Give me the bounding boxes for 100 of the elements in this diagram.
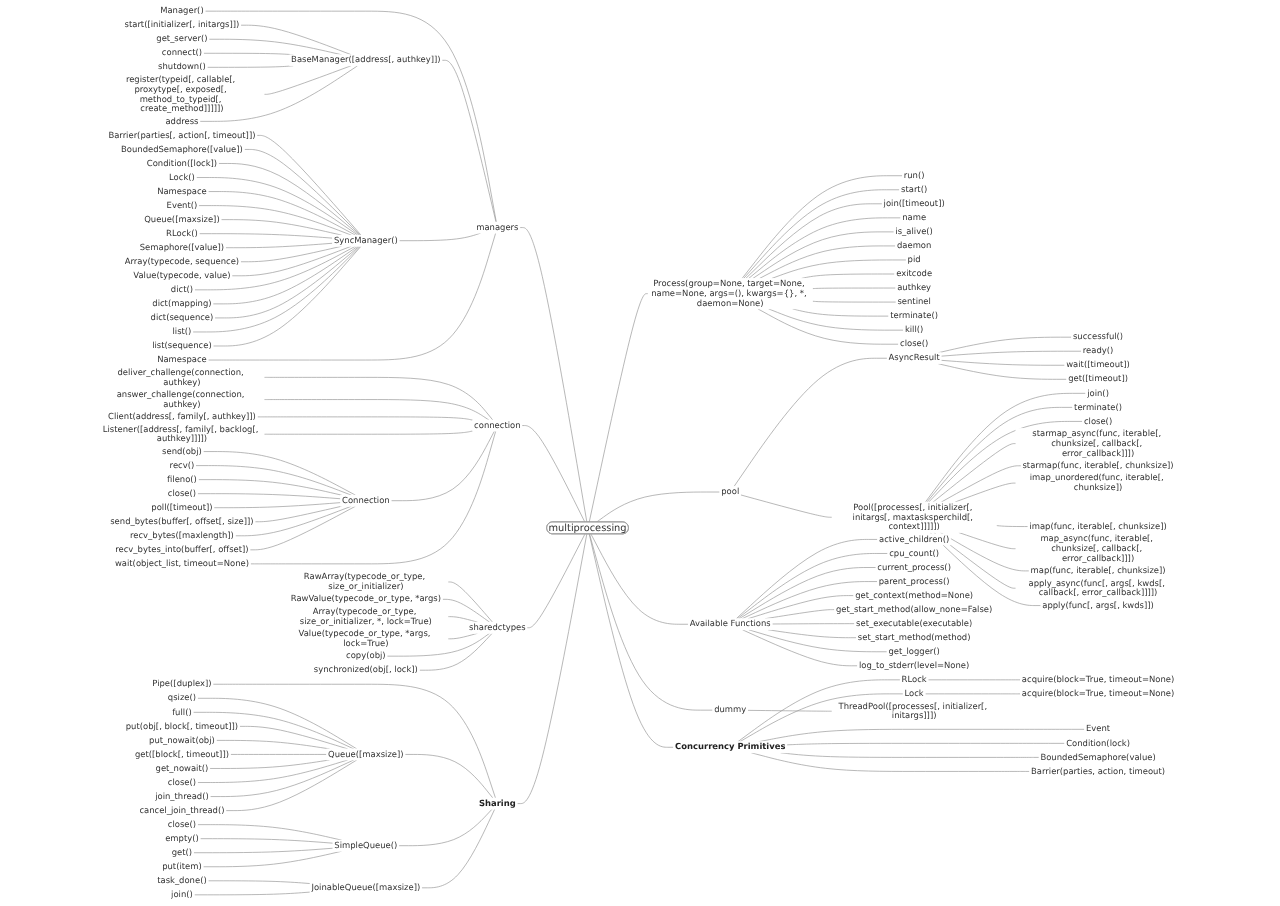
connector xyxy=(938,363,1068,380)
connector xyxy=(418,632,493,671)
connector xyxy=(212,683,496,799)
connector xyxy=(792,308,890,317)
connector xyxy=(421,808,496,889)
connector xyxy=(752,231,895,279)
connector xyxy=(197,824,342,841)
connector xyxy=(748,217,902,279)
connector xyxy=(263,399,490,421)
connector xyxy=(786,743,1066,746)
connector xyxy=(230,754,328,755)
connector xyxy=(748,629,888,653)
connector xyxy=(521,425,586,523)
connector xyxy=(768,308,904,331)
connector xyxy=(197,759,349,783)
connector xyxy=(249,505,356,551)
connector xyxy=(195,177,359,236)
connector xyxy=(941,465,1022,503)
connector xyxy=(995,525,1029,527)
connector xyxy=(386,632,490,657)
connector xyxy=(234,505,352,537)
connector xyxy=(588,293,649,523)
connector xyxy=(225,759,358,811)
connector xyxy=(589,533,714,711)
connector xyxy=(741,581,878,620)
connector xyxy=(925,393,1087,503)
connector xyxy=(519,227,588,523)
connector xyxy=(759,245,896,279)
connector xyxy=(737,553,889,620)
connector xyxy=(263,430,474,435)
connector xyxy=(588,533,674,748)
connector xyxy=(218,163,360,236)
connector xyxy=(209,759,330,769)
connector xyxy=(243,149,361,236)
connector xyxy=(757,308,899,345)
connector xyxy=(441,59,497,223)
connector xyxy=(193,891,311,896)
connector xyxy=(742,629,858,667)
connector xyxy=(207,880,311,884)
connector xyxy=(926,407,1074,503)
connector xyxy=(958,532,1017,550)
connector xyxy=(940,350,1082,357)
connector xyxy=(197,697,358,750)
connector xyxy=(940,359,1066,366)
connector xyxy=(256,416,474,421)
connector xyxy=(263,65,352,95)
connector xyxy=(780,752,1040,758)
connector xyxy=(596,491,721,523)
connector xyxy=(764,609,835,620)
connector xyxy=(398,808,493,847)
connector xyxy=(215,740,330,750)
connector xyxy=(924,693,1021,695)
connector xyxy=(213,502,341,509)
connector xyxy=(745,203,883,279)
connector xyxy=(225,242,333,249)
connector xyxy=(590,533,689,625)
connector xyxy=(263,377,494,421)
connector xyxy=(250,430,497,565)
connector xyxy=(739,693,904,743)
connector xyxy=(199,838,334,844)
connector xyxy=(447,632,478,640)
connector xyxy=(932,443,1017,503)
connector xyxy=(198,205,352,236)
connector xyxy=(390,430,495,502)
connector xyxy=(398,232,481,242)
connector xyxy=(254,505,342,523)
connector xyxy=(747,710,833,712)
connector xyxy=(447,616,478,623)
connector xyxy=(442,598,490,623)
connector xyxy=(526,533,586,629)
connector xyxy=(212,245,359,305)
connector xyxy=(735,539,878,620)
connector xyxy=(733,357,888,487)
connector xyxy=(740,494,833,518)
connector xyxy=(240,245,342,263)
connector xyxy=(214,245,360,319)
connector xyxy=(741,175,903,279)
connector xyxy=(220,219,342,236)
connector xyxy=(738,567,877,620)
connector xyxy=(202,850,342,868)
connector xyxy=(209,759,355,797)
connector xyxy=(928,421,1083,503)
connector xyxy=(404,754,494,799)
connector xyxy=(771,623,855,625)
connector xyxy=(812,300,897,303)
connector xyxy=(194,245,356,291)
connector xyxy=(204,10,497,223)
connector xyxy=(193,847,334,854)
connector xyxy=(198,233,333,239)
connector xyxy=(938,336,1072,354)
connector xyxy=(192,711,355,750)
connector xyxy=(203,52,294,56)
connector xyxy=(208,38,342,56)
connector xyxy=(812,287,897,289)
connector xyxy=(207,191,356,236)
connector xyxy=(197,479,342,496)
connector xyxy=(256,135,362,236)
connector xyxy=(231,245,352,277)
connector xyxy=(758,728,1085,743)
connector xyxy=(199,65,358,122)
